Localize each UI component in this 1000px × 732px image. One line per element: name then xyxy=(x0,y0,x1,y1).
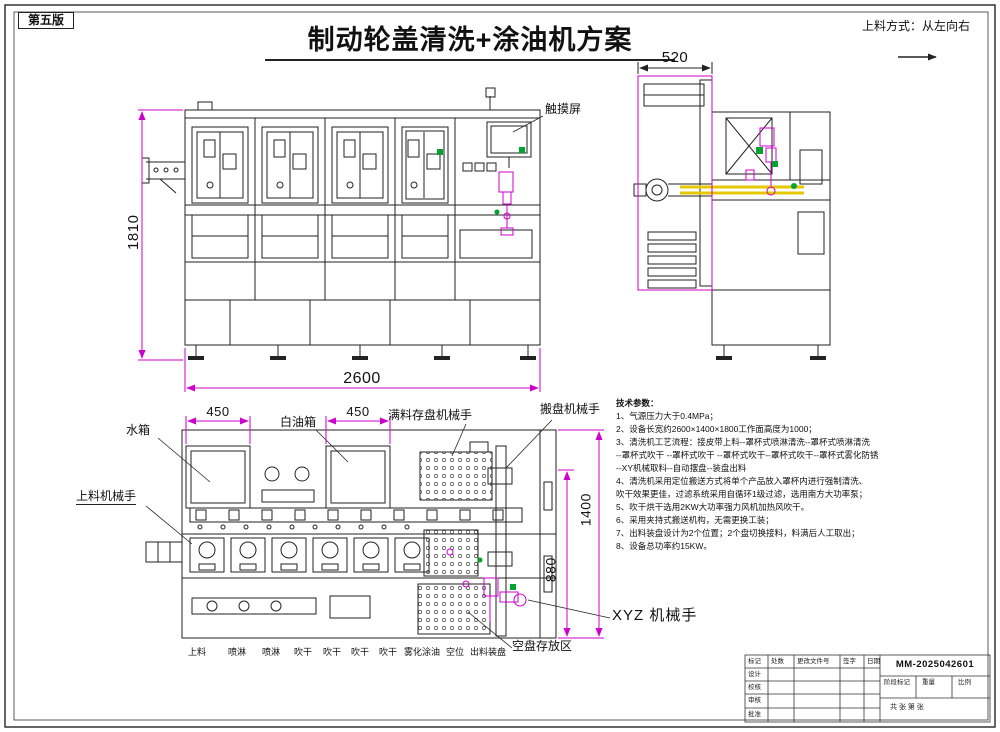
callout-loading-robot: 上料机械手 xyxy=(76,489,137,506)
tech-params-heading: 技术参数： xyxy=(616,398,659,408)
tb-role-approve: 批准 xyxy=(748,711,761,718)
front-view-green-parts xyxy=(437,147,525,215)
callout-water-tank: 水箱 xyxy=(126,423,151,437)
side-view-robot-magenta xyxy=(637,75,777,291)
station-label-5: 吹干 xyxy=(323,647,342,657)
station-label-2: 喷淋 xyxy=(228,647,247,657)
title-block-grid xyxy=(744,654,991,723)
dim-plan-depth: 1400 xyxy=(577,493,594,527)
tb-scale-label: 比例 xyxy=(958,679,971,686)
station-label-9: 空位 xyxy=(446,647,465,657)
title-block-drawing-no: MM-2025042601 xyxy=(895,659,975,670)
feed-direction-note: 上料方式：从左向右 xyxy=(862,19,971,33)
plan-view-xyz-robot-magenta xyxy=(446,548,527,622)
tech-params-line: 7、出料装盘设计为2个位置；2个盘切换接料，料满后人工取出； xyxy=(616,528,860,538)
tech-params-line: 2、设备长宽约2600×1400×1800工作面高度为1000； xyxy=(616,424,817,434)
dim-tank1-width: 450 xyxy=(206,404,230,419)
callout-tray-transfer-robot: 搬盘机械手 xyxy=(540,402,601,416)
callout-white-oil-tank: 白油箱 xyxy=(280,415,317,429)
callout-empty-tray-area: 空盘存放区 xyxy=(512,639,573,653)
tech-params-line: 吹干效果更佳，过滤系统采用自循环1级过滤，选用南方大功率泵； xyxy=(616,489,868,499)
dim-plan-inner-depth: 880 xyxy=(542,557,559,583)
tb-rev-sign: 签字 xyxy=(843,658,856,665)
callout-touch-screen: 触摸屏 xyxy=(545,102,582,116)
station-label-7: 吹干 xyxy=(379,647,398,657)
callout-xyz-robot: XYZ 机械手 xyxy=(612,607,698,624)
tech-params-line: 3、清洗机工艺流程：接皮带上料--罩杯式喷淋清洗--罩杯式喷淋清洗 xyxy=(616,437,871,447)
tb-role-review: 审核 xyxy=(748,697,761,704)
tb-rev-date: 日期 xyxy=(867,658,880,665)
tech-params-line: 1、气源压力大于0.4MPa； xyxy=(616,411,719,421)
dim-front-height: 1810 xyxy=(124,214,142,250)
side-view xyxy=(633,79,831,360)
station-label-8: 雾化涂油 xyxy=(404,647,441,657)
page-title: 制动轮盖清洗+涂油机方案 xyxy=(265,25,675,61)
tech-params-line: --罩杯式吹干 --罩杯式吹干 --罩杯式吹干--罩杯式吹干--罩杯式雾化防锈 xyxy=(616,450,879,460)
dim-side-depth: 520 xyxy=(661,49,689,66)
station-label-10: 出料装盘 xyxy=(470,647,507,657)
dim-520-lines xyxy=(637,62,713,74)
front-view xyxy=(141,87,541,360)
tb-role-check: 校核 xyxy=(748,684,761,691)
plan-view xyxy=(145,429,557,639)
tech-params-line: 4、清洗机采用定位搬送方式将单个产品放入罩杯内进行强制清洗、 xyxy=(616,476,868,486)
tech-params-line: 5、吹干烘干选用2KW大功率强力风机加热风吹干。 xyxy=(616,502,810,512)
dim-front-width: 2600 xyxy=(343,370,381,387)
dimension-lines xyxy=(138,109,604,639)
station-label-4: 吹干 xyxy=(294,647,313,657)
page-frame xyxy=(4,4,996,728)
plan-view-green-parts xyxy=(477,557,516,590)
station-labels: 上料 喷淋 喷淋 吹干 吹干 吹干 吹干 雾化涂油 空位 出料装盘 xyxy=(0,647,1000,660)
tb-rev-mark: 标记 xyxy=(748,658,761,665)
station-label-1: 上料 xyxy=(188,647,207,657)
tb-rev-count: 处数 xyxy=(771,658,784,665)
tech-params-block: 技术参数： 1、气源压力大于0.4MPa； 2、设备长宽约2600×1400×1… xyxy=(616,397,901,553)
tech-params-line: --XY机械取料--自动摆盘--装盘出料 xyxy=(616,463,747,473)
station-label-3: 喷淋 xyxy=(262,647,281,657)
tech-params-line: 6、采用夹持式搬送机构，无需更换工装； xyxy=(616,515,774,525)
station-label-6: 吹干 xyxy=(351,647,370,657)
tb-weight-label: 重量 xyxy=(922,679,935,686)
tb-role-design: 设计 xyxy=(748,671,761,678)
tb-sheet-label: 共 张 第 张 xyxy=(890,704,924,711)
tb-rev-docno: 更改文件号 xyxy=(797,658,830,665)
callout-full-tray-robot: 满料存盘机械手 xyxy=(388,408,473,422)
edition-badge: 第五版 xyxy=(18,12,75,30)
dim-tank2-width: 450 xyxy=(346,404,370,419)
front-view-robot-magenta xyxy=(498,171,514,236)
tb-stage-label: 阶段标记 xyxy=(884,679,910,686)
side-view-rails-yellow xyxy=(680,185,804,195)
tech-params-line: 8、设备总功率约15KW。 xyxy=(616,541,712,551)
side-view-green-parts xyxy=(756,147,797,189)
